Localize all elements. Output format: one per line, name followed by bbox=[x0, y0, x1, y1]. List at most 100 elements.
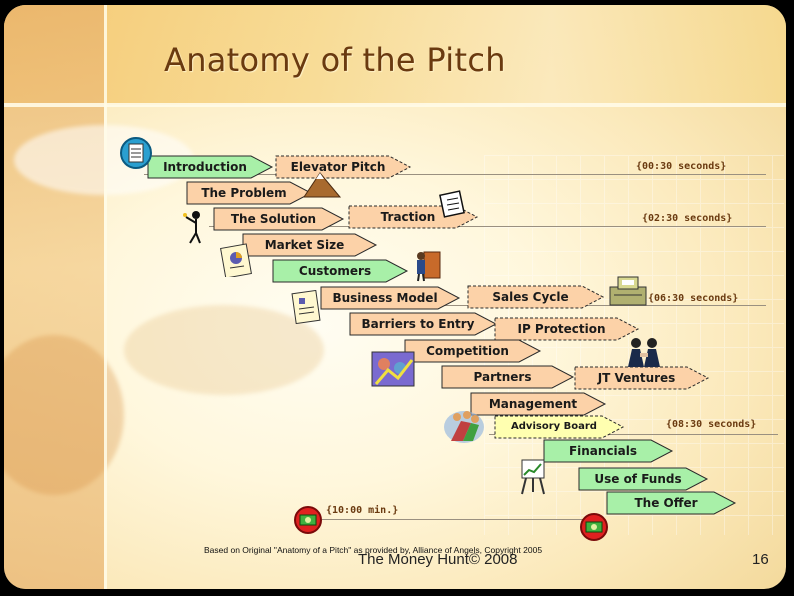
step-label: IP Protection bbox=[517, 322, 606, 336]
background-coin-blur bbox=[124, 305, 324, 395]
step-arrow-body bbox=[320, 286, 461, 310]
step-label: Traction bbox=[380, 210, 436, 224]
time-marker-0630: {06:30 seconds} bbox=[648, 293, 739, 304]
step-arrow-body bbox=[494, 415, 625, 439]
step-arrow-body bbox=[147, 155, 274, 179]
step-label: The Problem bbox=[201, 186, 287, 200]
step-arrow-shape bbox=[441, 365, 575, 389]
competition-icon bbox=[370, 348, 416, 392]
step-arrow-shape bbox=[574, 366, 710, 390]
step-arrow-shape bbox=[494, 415, 625, 439]
team-icon bbox=[441, 403, 487, 449]
timeline-line-1 bbox=[144, 174, 766, 175]
step-arrow-body bbox=[574, 366, 710, 390]
step-label: Financials bbox=[568, 444, 638, 458]
step-label: The Solution bbox=[230, 212, 317, 226]
step-label: Sales Cycle bbox=[492, 290, 569, 304]
checklist-icon bbox=[438, 190, 468, 222]
slide: Anatomy of the Pitch {00:30 seconds} {02… bbox=[4, 5, 786, 589]
stick-figure-icon bbox=[182, 209, 204, 249]
step-label: Use of Funds bbox=[594, 472, 682, 486]
step-arrow-ip-protection: IP Protection bbox=[494, 317, 640, 341]
report-icon bbox=[290, 289, 324, 328]
step-arrow-shape bbox=[578, 467, 709, 491]
step-arrow-body bbox=[186, 181, 313, 205]
step-arrow-body bbox=[467, 285, 605, 309]
document-icon bbox=[119, 136, 153, 174]
step-arrow-partners: Partners bbox=[441, 365, 575, 389]
step-arrow-shape bbox=[470, 392, 607, 416]
step-arrow-shape bbox=[186, 181, 313, 205]
step-arrow-the-offer: The Offer bbox=[606, 491, 737, 515]
step-arrow-introduction: Introduction bbox=[147, 155, 274, 179]
timeline-line-4 bbox=[489, 434, 778, 435]
money-icon-end bbox=[579, 512, 609, 546]
step-label: Market Size bbox=[264, 238, 345, 252]
copyright-credit: Based on Original "Anatomy of a Pitch" a… bbox=[204, 545, 543, 555]
background-top-band bbox=[4, 5, 786, 105]
step-arrow-use-of-funds: Use of Funds bbox=[578, 467, 709, 491]
step-arrow-body bbox=[494, 317, 640, 341]
step-label: Advisory Board bbox=[511, 421, 597, 432]
step-arrow-body bbox=[606, 491, 737, 515]
step-arrow-body bbox=[470, 392, 607, 416]
step-arrow-body bbox=[213, 207, 345, 231]
page-number: 16 bbox=[752, 551, 769, 568]
step-arrow-business-model: Business Model bbox=[320, 286, 461, 310]
step-arrow-the-solution: The Solution bbox=[213, 207, 345, 231]
time-marker-0230: {02:30 seconds} bbox=[642, 213, 733, 224]
background-horizontal-line bbox=[4, 103, 786, 107]
step-arrow-shape bbox=[467, 285, 605, 309]
step-arrow-body bbox=[272, 259, 409, 283]
partners-icon bbox=[624, 335, 664, 373]
step-arrow-market-size: Market Size bbox=[242, 233, 378, 257]
timeline-line-5 bbox=[322, 519, 586, 520]
timeline-line-2 bbox=[209, 226, 766, 227]
footer-text: The Money Hunt© 2008 bbox=[358, 551, 518, 568]
step-label: Management bbox=[488, 397, 578, 411]
step-arrow-elevator-pitch: Elevator Pitch bbox=[275, 155, 412, 179]
step-arrow-shape bbox=[275, 155, 412, 179]
step-arrow-financials: Financials bbox=[543, 439, 674, 463]
step-label: Barriers to Entry bbox=[361, 317, 475, 331]
time-marker-1000: {10:00 min.} bbox=[326, 505, 399, 516]
step-arrow-shape bbox=[349, 312, 498, 336]
step-arrow-barriers-to-entry: Barriers to Entry bbox=[349, 312, 498, 336]
step-arrow-shape bbox=[147, 155, 274, 179]
step-arrow-competition: Competition bbox=[404, 339, 542, 363]
background-vertical-line bbox=[104, 5, 107, 589]
page-title: Anatomy of the Pitch bbox=[164, 41, 506, 79]
step-arrow-shape bbox=[272, 259, 409, 283]
time-marker-0030: {00:30 seconds} bbox=[636, 161, 727, 172]
step-label: Partners bbox=[473, 370, 532, 384]
step-label: Competition bbox=[426, 344, 509, 358]
step-label: Elevator Pitch bbox=[290, 160, 386, 174]
step-arrow-management: Management bbox=[470, 392, 607, 416]
step-arrow-sales-cycle: Sales Cycle bbox=[467, 285, 605, 309]
step-arrow-jt-ventures: JT Ventures bbox=[574, 366, 710, 390]
step-arrow-body bbox=[578, 467, 709, 491]
step-arrow-shape bbox=[494, 317, 640, 341]
step-arrow-body bbox=[349, 312, 498, 336]
step-label: Introduction bbox=[163, 160, 247, 174]
step-arrow-advisory-board: Advisory Board bbox=[494, 415, 625, 439]
step-arrow-shape bbox=[606, 491, 737, 515]
step-arrow-shape bbox=[213, 207, 345, 231]
step-label: Business Model bbox=[332, 291, 438, 305]
step-arrow-shape bbox=[543, 439, 674, 463]
step-label: JT Ventures bbox=[597, 371, 676, 385]
step-label: The Offer bbox=[634, 496, 698, 510]
step-arrow-body bbox=[441, 365, 575, 389]
mountain-icon bbox=[302, 169, 342, 203]
cash-register-icon bbox=[608, 273, 648, 311]
step-label: Customers bbox=[298, 264, 372, 278]
step-arrow-shape bbox=[320, 286, 461, 310]
step-arrow-body bbox=[275, 155, 412, 179]
step-arrow-the-problem: The Problem bbox=[186, 181, 313, 205]
background-left-band bbox=[4, 5, 104, 589]
pie-chart-icon bbox=[220, 243, 254, 281]
step-arrow-customers: Customers bbox=[272, 259, 409, 283]
step-arrow-body bbox=[543, 439, 674, 463]
time-marker-0830: {08:30 seconds} bbox=[666, 419, 757, 430]
customer-icon bbox=[412, 248, 442, 286]
